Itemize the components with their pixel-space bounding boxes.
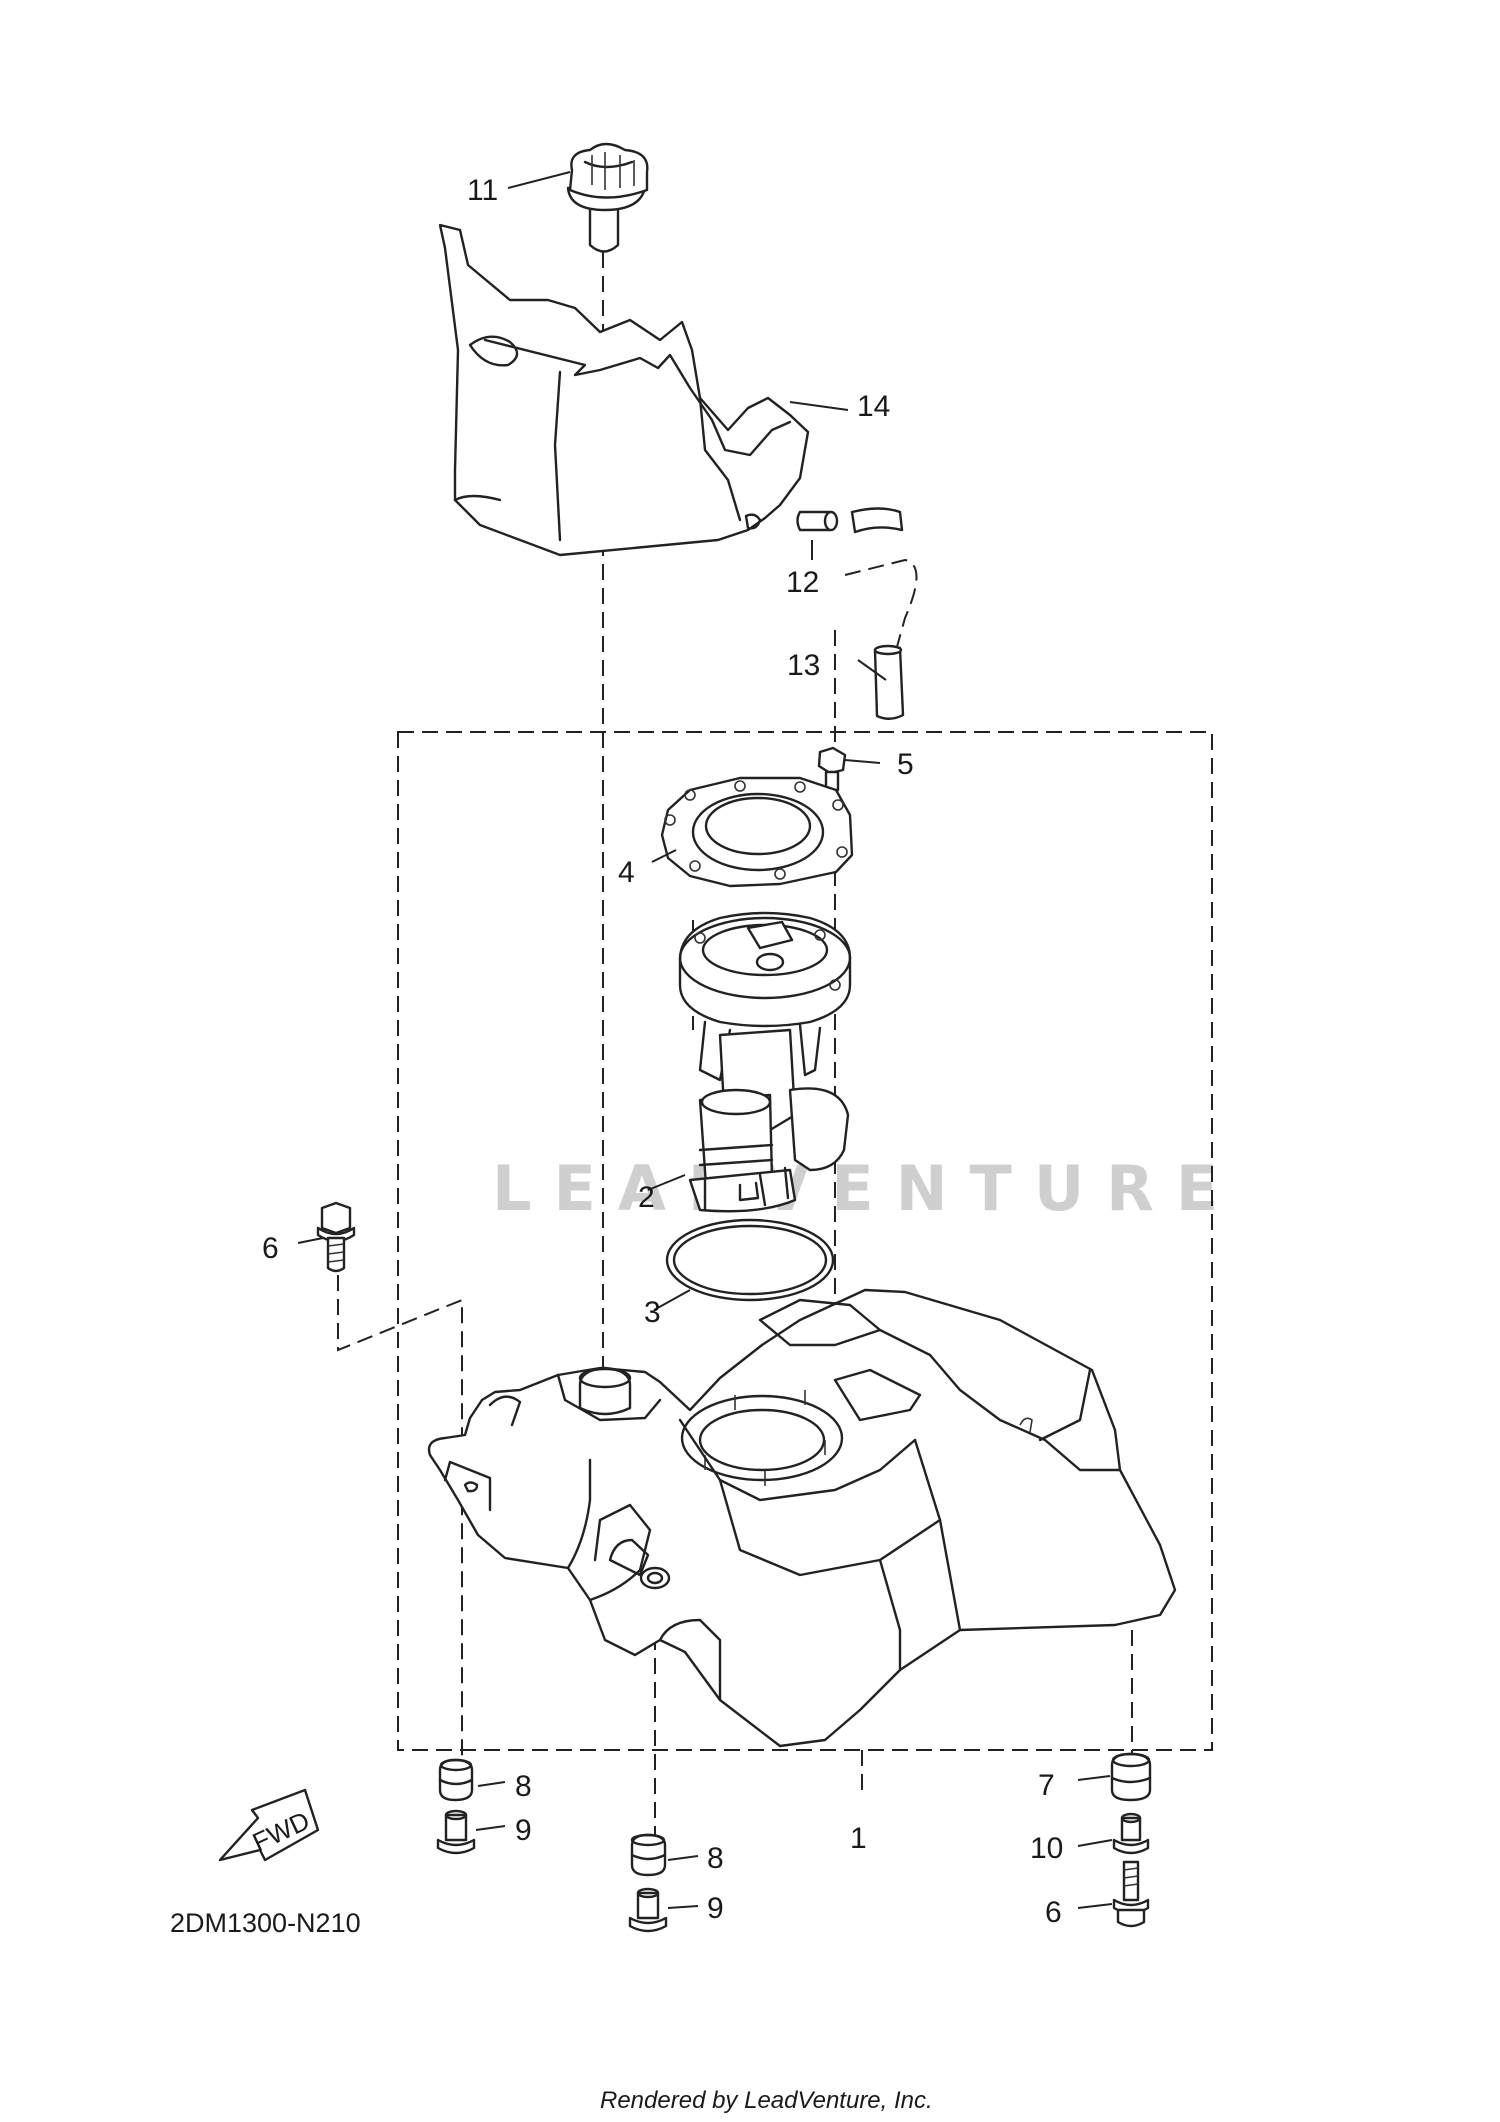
collar-left <box>436 1809 476 1855</box>
mounting-bolt-left <box>316 1201 356 1273</box>
hose-joint <box>796 510 839 532</box>
callout-8-center: 8 <box>707 1842 724 1875</box>
watermark: LEADVENTURE <box>492 1152 1240 1225</box>
callout-2: 2 <box>638 1181 655 1214</box>
callout-5: 5 <box>897 748 914 781</box>
callout-8-left: 8 <box>515 1770 532 1803</box>
filler-neck-shield <box>438 223 810 557</box>
callout-4: 4 <box>618 856 635 889</box>
callout-9-left: 9 <box>515 1814 532 1847</box>
fuel-pump-gasket <box>665 1218 835 1302</box>
grommet-left <box>438 1758 474 1802</box>
callout-7: 7 <box>1038 1769 1055 1802</box>
assembly-frame <box>397 731 1213 1751</box>
callout-11: 11 <box>467 174 498 207</box>
collar-right <box>1112 1812 1150 1855</box>
callout-9-center: 9 <box>707 1892 724 1925</box>
callout-13: 13 <box>787 649 820 682</box>
callout-6-right: 6 <box>1045 1896 1062 1929</box>
fuel-tank <box>427 1288 1177 1748</box>
fuel-pump-bolt <box>817 746 847 792</box>
grommet-center <box>630 1833 667 1877</box>
damper-right <box>1110 1752 1152 1802</box>
callout-labels: 11 14 12 13 5 4 2 3 6 8 9 8 9 1 7 10 6 <box>262 174 1063 1929</box>
fuel-cap <box>566 142 649 253</box>
diagram-code: 2DM1300-N210 <box>170 1908 361 1938</box>
callout-14: 14 <box>857 390 890 423</box>
collar-center <box>628 1887 668 1933</box>
fuel-pump-assembly <box>678 911 852 1213</box>
forward-direction-arrow: FWD <box>218 1788 320 1862</box>
callout-3: 3 <box>644 1296 661 1329</box>
breather-hose <box>850 507 905 720</box>
fuel-pump-plate <box>660 776 854 888</box>
mounting-bolt-right <box>1112 1860 1150 1928</box>
leader-lines <box>297 171 1113 1909</box>
callout-12: 12 <box>786 566 819 599</box>
callout-1: 1 <box>850 1822 867 1855</box>
callout-6-left: 6 <box>262 1232 279 1265</box>
callout-10: 10 <box>1030 1832 1063 1865</box>
footer-credit: Rendered by LeadVenture, Inc. <box>600 2087 933 2114</box>
